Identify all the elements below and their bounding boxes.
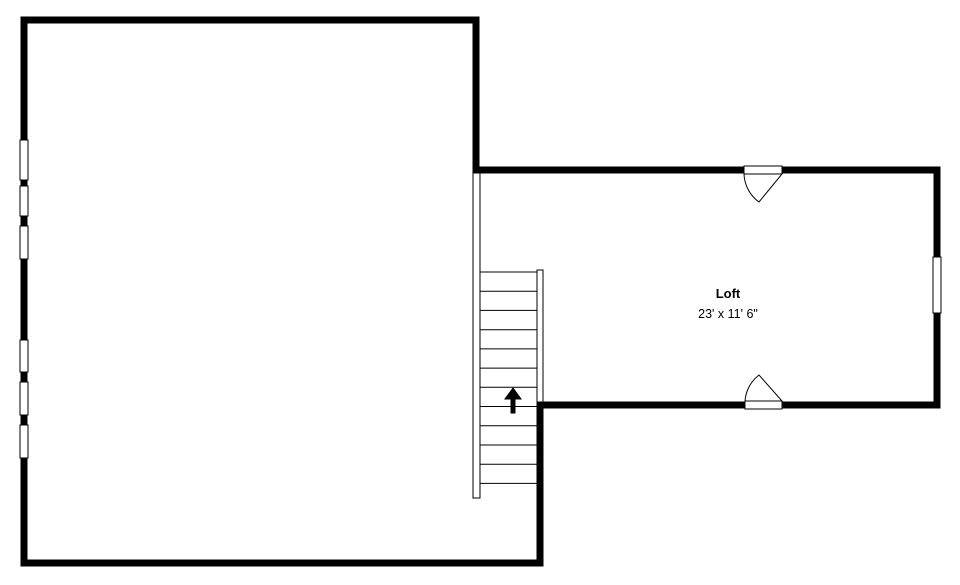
window [932,256,942,314]
exterior-wall [20,16,941,567]
door-swing [744,374,784,402]
arrow-up-icon [504,387,522,414]
stair-rail [536,269,544,403]
left-wall-windows [19,139,29,459]
window [19,424,29,459]
window [19,339,29,373]
loft-railing [472,172,481,499]
door-opening [743,165,783,175]
staircase [480,269,544,484]
door-opening [744,400,783,410]
door-swing [743,173,784,203]
window [19,139,29,181]
room-name: Loft [716,286,741,301]
window [19,225,29,260]
window [19,185,29,217]
window [19,381,29,416]
room-dimensions: 23' x 11' 6" [698,307,758,321]
door [744,374,784,410]
door [743,165,784,203]
